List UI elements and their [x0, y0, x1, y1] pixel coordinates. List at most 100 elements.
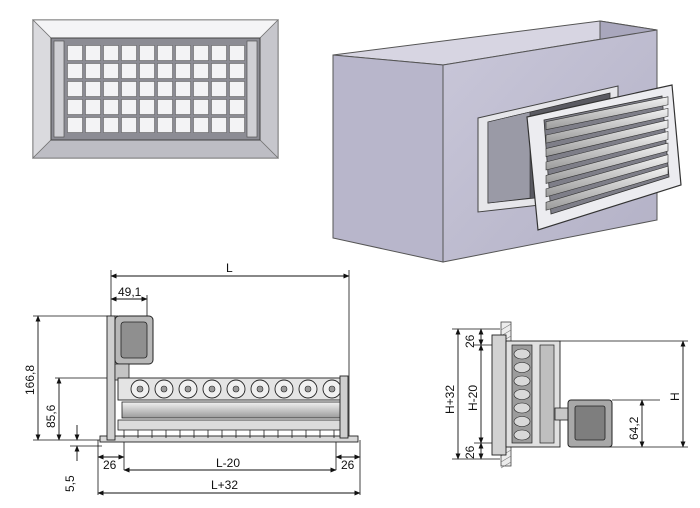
grille-frame-bevel-right: [259, 19, 279, 159]
dim-5-5: 5,5: [63, 475, 77, 492]
grille-cell: [121, 117, 137, 133]
side-view: L 49,1 166,8 85,6 5,5 26 L-20 26 L+32: [23, 261, 361, 496]
grille-cell: [103, 81, 119, 97]
grille-cell: [67, 117, 83, 133]
dim-H: H: [668, 392, 682, 401]
grille-cell: [103, 63, 119, 79]
grille-cell: [67, 45, 83, 61]
grille-cell: [157, 99, 173, 115]
grille-cell: [85, 63, 101, 79]
dim-26-left: 26: [103, 458, 117, 472]
grille-cell: [175, 45, 191, 61]
dim-26-right: 26: [341, 458, 355, 472]
grille-cell: [103, 117, 119, 133]
grille-side-strip-right: [246, 40, 258, 138]
grille-cell: [229, 45, 245, 61]
grille-cell: [229, 99, 245, 115]
grille-cell: [85, 81, 101, 97]
grille-cell: [211, 117, 227, 133]
roller-hub: [136, 385, 144, 393]
grille-cell: [175, 99, 191, 115]
side-base-plate: [99, 435, 359, 443]
grille-cell: [193, 81, 209, 97]
roller-hub: [328, 385, 336, 393]
grille-cell: [211, 81, 227, 97]
end-actuator-face: [574, 405, 606, 441]
side-back-plate: [339, 375, 349, 439]
grille-cell: [157, 63, 173, 79]
roller-set: [130, 379, 342, 399]
end-view: 26 H+32 H-20 26 H 64,2: [443, 321, 688, 469]
hatch-line: [500, 323, 512, 331]
roller-hub: [160, 385, 168, 393]
dim-64-2: 64,2: [627, 416, 641, 440]
grille-cell: [211, 63, 227, 79]
grille-cell: [229, 117, 245, 133]
iso-blade: [545, 119, 669, 157]
grille-cell: [139, 99, 155, 115]
dim-L: L: [226, 261, 233, 275]
dim-49-1: 49,1: [118, 285, 142, 299]
grille-cell: [229, 81, 245, 97]
end-blade: [513, 389, 531, 400]
lower-rail: [117, 419, 347, 431]
grille-cell: [211, 99, 227, 115]
grille-cell: [157, 45, 173, 61]
end-blade: [513, 375, 531, 387]
roller-hub: [280, 385, 288, 393]
grille-frame-bevel-bottom: [32, 139, 279, 159]
grille-cell: [67, 63, 83, 79]
roller-hub: [256, 385, 264, 393]
grille-cell: [103, 45, 119, 61]
grille-cell: [121, 81, 137, 97]
grille-cell: [175, 81, 191, 97]
grille-cell: [175, 117, 191, 133]
grille-cell: [121, 63, 137, 79]
end-blade: [513, 429, 531, 441]
grille-cell: [85, 117, 101, 133]
hatch-line: [500, 455, 512, 463]
grille-cell: [67, 99, 83, 115]
end-blade: [513, 402, 531, 414]
actuator-face: [120, 321, 148, 359]
grille-cell: [121, 45, 137, 61]
iso-blade: [545, 165, 669, 211]
iso-blade: [545, 131, 669, 171]
grille-frame-bevel-left: [32, 19, 52, 159]
end-side-strip: [539, 344, 555, 444]
front-view-grille: [32, 19, 279, 159]
rail-teeth: [123, 430, 335, 438]
end-blades: [513, 348, 531, 441]
iso-blade: [545, 142, 669, 184]
dim-H-20: H-20: [466, 385, 480, 411]
grille-frame-bevel-top: [32, 19, 279, 39]
dim-L-32: L+32: [211, 478, 238, 492]
iso-blade: [545, 107, 669, 144]
isometric-view: [332, 20, 682, 263]
grille-cell: [175, 63, 191, 79]
grille-cell: [211, 45, 227, 61]
grille-cell: [121, 99, 137, 115]
grille-cell: [157, 81, 173, 97]
roller-hub: [184, 385, 192, 393]
hatch-line: [500, 461, 512, 469]
grille-cell: [67, 81, 83, 97]
end-blade: [513, 362, 531, 373]
dim-166-8: 166,8: [23, 365, 37, 395]
grille-cell: [157, 117, 173, 133]
grille-cell: [193, 63, 209, 79]
iso-blade: [545, 154, 669, 198]
grille-cell: [85, 45, 101, 61]
dim-L-20: L-20: [216, 456, 240, 470]
grille-cell: [193, 45, 209, 61]
end-blade: [513, 348, 531, 360]
dim-26-top: 26: [463, 334, 477, 348]
grille-cell: [103, 99, 119, 115]
grille-cell: [139, 63, 155, 79]
blade-pack: [121, 401, 345, 419]
grille-blades: [545, 96, 669, 211]
dim-H-32: H+32: [443, 385, 457, 414]
grille-side-strip-left: [53, 40, 65, 138]
end-blade: [513, 416, 531, 427]
grille-cell: [85, 99, 101, 115]
